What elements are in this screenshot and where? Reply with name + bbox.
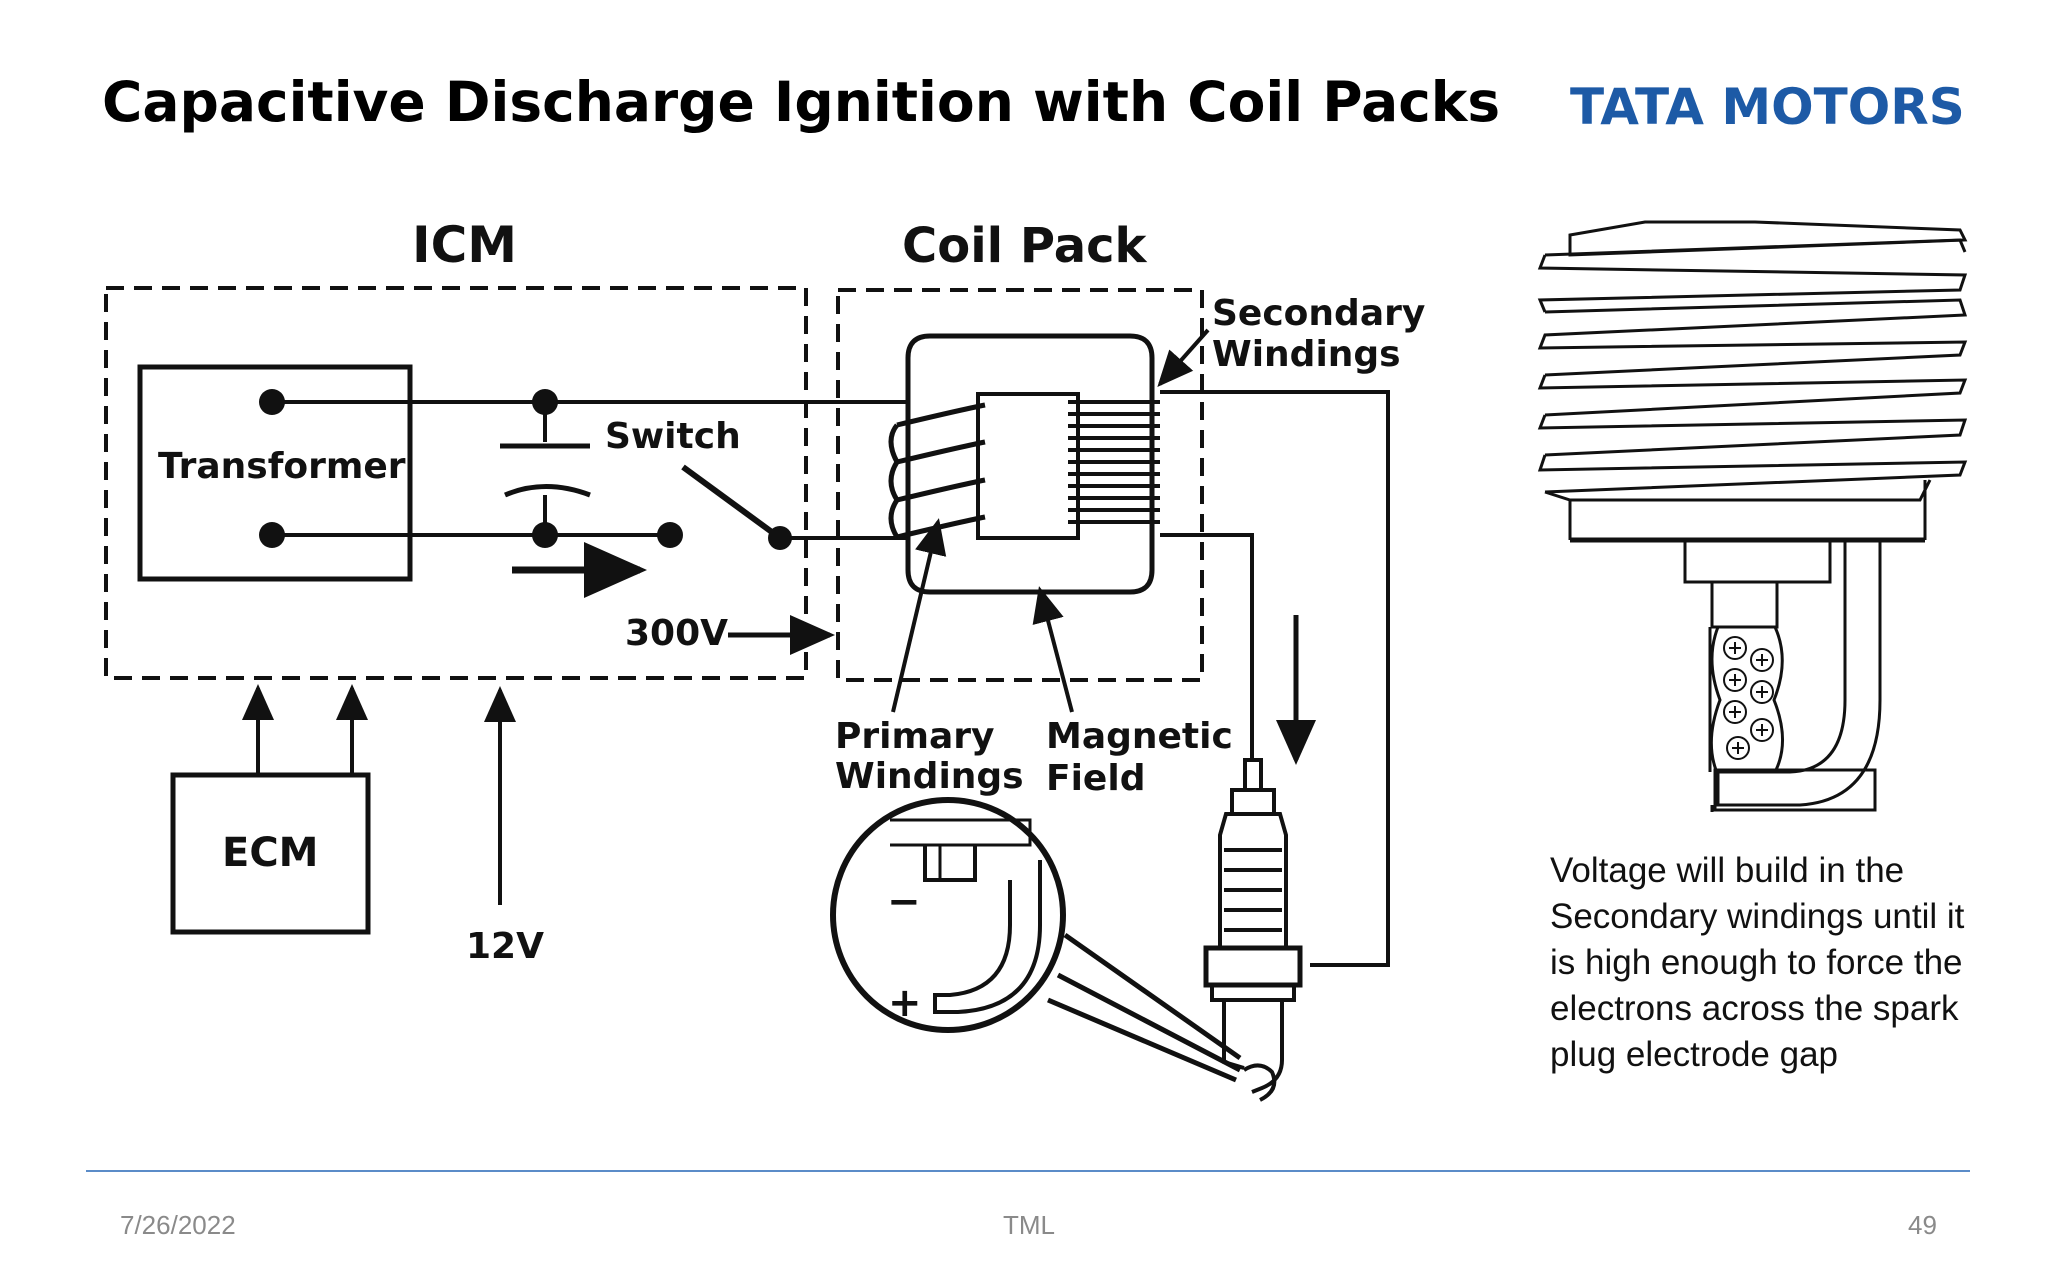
primary-windings-label-2: Windings: [835, 756, 1024, 797]
switch-label: Switch: [605, 416, 741, 457]
negative-electrode-sign: −: [887, 879, 921, 925]
explanation-text: Voltage will build in the Secondary wind…: [1550, 851, 1965, 1074]
electrode-detail: [1537, 220, 1968, 812]
icm-label: ICM: [412, 216, 517, 274]
magnetic-field-label-2: Field: [1046, 758, 1145, 799]
transformer-label: Transformer: [158, 446, 406, 487]
capacitor-bottom-plate: [504, 484, 591, 498]
coil-pack-boundary: [836, 288, 1204, 682]
footer-center-text: TML: [1003, 1210, 1055, 1240]
slide-title: Capacitive Discharge Ignition with Coil …: [102, 70, 1501, 134]
icm-boundary: [104, 286, 808, 680]
magnetic-field-label-1: Magnetic: [1046, 716, 1233, 757]
positive-electrode-sign: +: [888, 980, 922, 1026]
coil-core: [905, 333, 1155, 595]
primary-windings: [888, 402, 986, 540]
secondary-output-wire: [1160, 390, 1390, 967]
switch-arm: [681, 464, 782, 541]
secondary-windings-label-1: Secondary: [1212, 293, 1425, 334]
coil-pack-label: Coil Pack: [902, 218, 1148, 274]
footer-divider: [86, 1170, 1970, 1172]
ecm-box: [170, 772, 371, 935]
ecm-label: ECM: [222, 830, 318, 876]
footer-date: 7/26/2022: [120, 1210, 236, 1240]
voltage-12-label: 12V: [466, 926, 544, 967]
spark-plug: [1203, 758, 1303, 1102]
transformer-box: [137, 364, 413, 582]
magnified-gap-view: [830, 797, 1066, 1033]
tata-motors-logo: TATA MOTORS: [1570, 78, 1965, 136]
footer-page-number: 49: [1908, 1210, 1937, 1240]
positive-ions: [1723, 636, 1774, 760]
primary-windings-label-1: Primary: [835, 716, 995, 757]
secondary-windings-label-2: Windings: [1212, 334, 1401, 375]
secondary-return-wire: [1160, 533, 1254, 760]
secondary-windings: [1068, 400, 1160, 524]
voltage-300-label: 300V: [625, 613, 728, 654]
